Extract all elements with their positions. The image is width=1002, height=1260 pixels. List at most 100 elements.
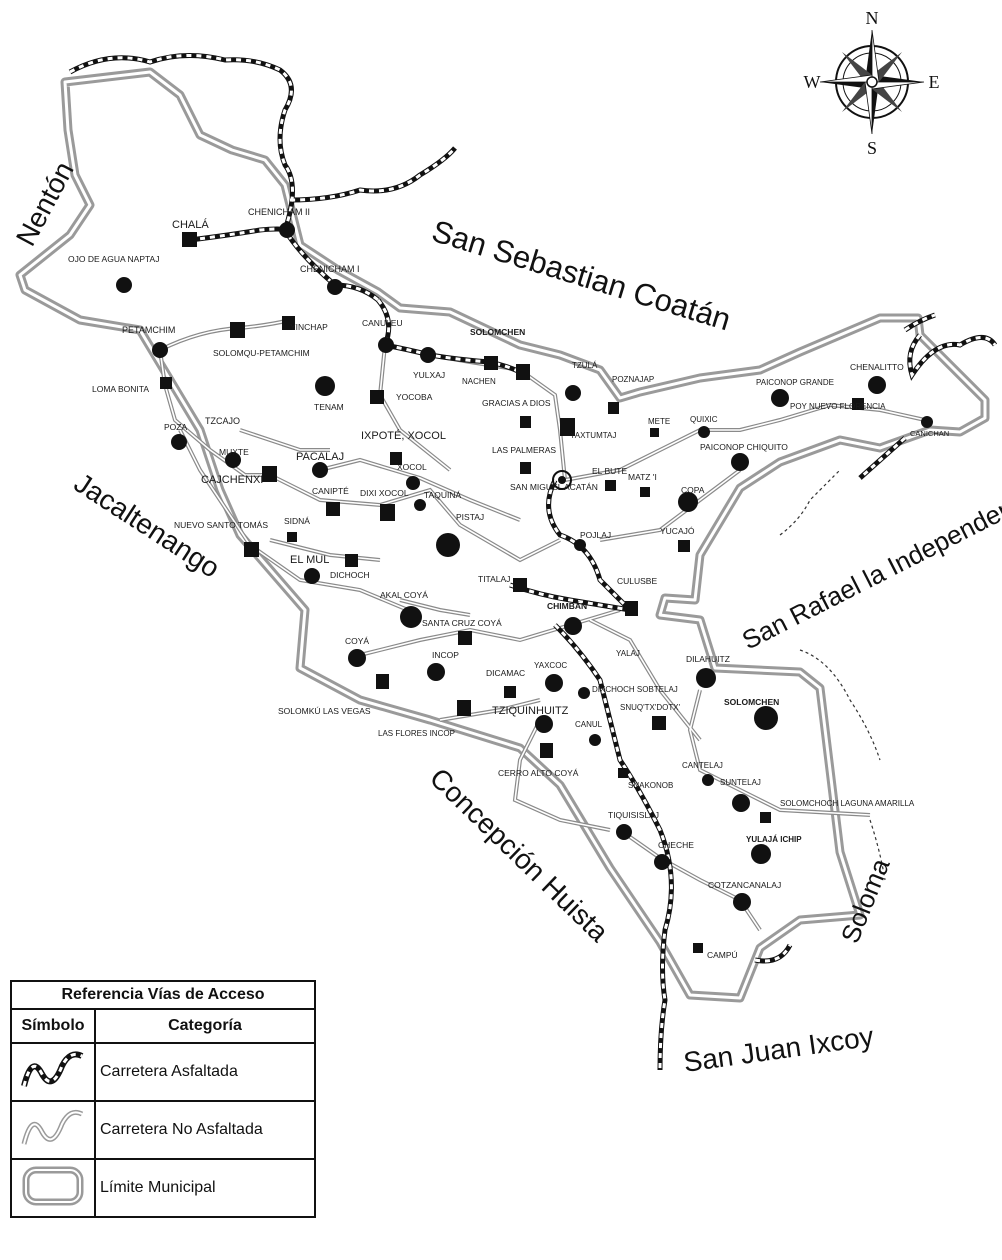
place-label-laspalmeras: LAS PALMERAS [492, 445, 556, 455]
place-label-chenicham2: CHENICHAM II [248, 207, 310, 217]
marker-circle [771, 389, 789, 407]
compass-w: W [804, 72, 821, 92]
marker-circle [427, 663, 445, 681]
marker-circle [279, 222, 295, 238]
marker-square [625, 601, 638, 616]
place-label-canichan: CANICHAN [910, 429, 949, 438]
label-concepcion: Concepción Huista [424, 762, 615, 948]
place-label-coya: COYÁ [345, 636, 369, 646]
marker-square [520, 462, 531, 474]
place-label-cajchenxi: CAJCHENXI [201, 474, 263, 486]
marker-square [457, 700, 471, 716]
compass-n: N [866, 8, 879, 28]
marker-circle [152, 342, 168, 358]
place-label-yulaja: YULAJÁ ICHIP [746, 835, 802, 844]
marker-square [160, 377, 172, 389]
legend-title: Referencia Vías de Acceso [10, 980, 316, 1010]
marker-circle [420, 347, 436, 363]
place-label-elmul: EL MUL [290, 554, 329, 566]
place-label-tiquisislaj: TIQUISISLAJ [608, 810, 659, 820]
legend-category-paved: Carretera Asfaltada [94, 1042, 316, 1102]
marker-square [540, 743, 553, 758]
marker-circle [696, 668, 716, 688]
place-label-campu: CAMPÚ [707, 950, 738, 960]
marker-square [484, 356, 498, 370]
place-label-yulxaj: YULXAJ [413, 370, 445, 380]
marker-square [345, 554, 358, 567]
paved-road-symbol [10, 1042, 96, 1102]
marker-square [244, 542, 259, 557]
marker-square [262, 466, 277, 482]
place-label-nuevosto: NUEVO SANTO TOMÁS [174, 520, 268, 530]
marker-circle [558, 476, 566, 484]
place-label-lomabonita: LOMA BONITA [92, 384, 149, 394]
marker-square [678, 540, 690, 552]
place-label-dichoch: DICHOCH [330, 570, 370, 580]
place-label-xocol: XOCOL [397, 462, 427, 472]
place-label-dixxocol: DIXI XOCOL [360, 488, 409, 498]
marker-square [650, 428, 659, 437]
marker-circle [921, 416, 933, 428]
place-label-cotzan: COTZANCANALAJ [708, 880, 781, 890]
place-label-matz: MATZ 'I [628, 472, 657, 482]
place-label-cerro: CERRO ALTO COYÁ [498, 768, 579, 778]
place-label-cantelaj: CANTELAJ [682, 761, 723, 770]
marker-circle [414, 499, 426, 511]
compass-rose: N S E W [804, 8, 940, 158]
marker-circle [733, 893, 751, 911]
marker-square [504, 686, 516, 698]
place-label-solomchen_n: SOLOMCHEN [470, 327, 525, 337]
marker-circle [225, 452, 241, 468]
legend-category-boundary: Límite Municipal [94, 1158, 316, 1218]
marker-circle [535, 715, 553, 733]
marker-circle [436, 533, 460, 557]
place-label-lagunaam: SOLOMCHOCH LAGUNA AMARILLA [780, 799, 915, 808]
place-label-gracias: GRACIAS A DIOS [482, 398, 551, 408]
marker-circle [304, 568, 320, 584]
marker-square [618, 768, 628, 778]
marker-circle [315, 376, 335, 396]
unpaved-road-symbol [10, 1100, 96, 1160]
place-label-canuleu: CANULEU [362, 318, 403, 328]
place-label-ixpote: IXPOTÉ, XOCOL [361, 429, 446, 442]
marker-circle [171, 434, 187, 450]
legend-table: Referencia Vías de Acceso Símbolo Catego… [10, 980, 316, 1218]
place-label-chenalito: CHENALITTO [850, 362, 904, 372]
marker-circle [406, 476, 420, 490]
place-label-dixchoch: DIXCHOCH SOBTELAJ [592, 685, 678, 694]
marker-circle [348, 649, 366, 667]
marker-circle [578, 687, 590, 699]
place-label-chala: CHALÁ [172, 218, 209, 231]
place-label-yalaj: YALAJ [616, 649, 640, 658]
marker-circle [732, 794, 750, 812]
place-label-culusbe: CULUSBE [617, 576, 657, 586]
place-label-chenicham1: CHENICHAM I [300, 264, 360, 274]
place-label-yucajo: YUCAJÓ [660, 526, 695, 536]
marker-square [760, 812, 771, 823]
place-label-snuqtx: SNUQ'TX'DOTX' [620, 703, 681, 712]
place-label-yinchap: YINCHAP [290, 322, 328, 332]
marker-square [380, 504, 395, 521]
place-label-ojo: OJO DE AGUA NAPTAJ [68, 254, 159, 264]
marker-circle [754, 706, 778, 730]
marker-square [520, 416, 531, 428]
marker-square [608, 402, 619, 414]
place-label-poza: POZA [164, 422, 187, 432]
place-label-sanmiguel: SAN MIGUEL ACATÁN [510, 482, 598, 492]
unpaved-roads [158, 318, 926, 932]
place-label-quixic: QUIXIC [690, 415, 718, 424]
place-label-titalaj: TITALAJ [478, 574, 510, 584]
marker-circle [589, 734, 601, 746]
place-label-pacalaj: PACALAJ [296, 451, 344, 463]
place-label-tenam: TENAM [314, 402, 344, 412]
place-label-chimban: CHIMBÁN [547, 601, 587, 611]
marker-circle [312, 462, 328, 478]
place-label-akal: AKAL COYÁ [380, 590, 428, 600]
place-label-muxte: MUXTE [219, 447, 249, 457]
marker-square [852, 398, 864, 410]
place-label-canipte: CANIPTÉ [312, 486, 349, 496]
municipal-boundary-symbol [10, 1158, 96, 1218]
marker-square [560, 418, 575, 436]
legend-col-category: Categoría [94, 1008, 316, 1044]
